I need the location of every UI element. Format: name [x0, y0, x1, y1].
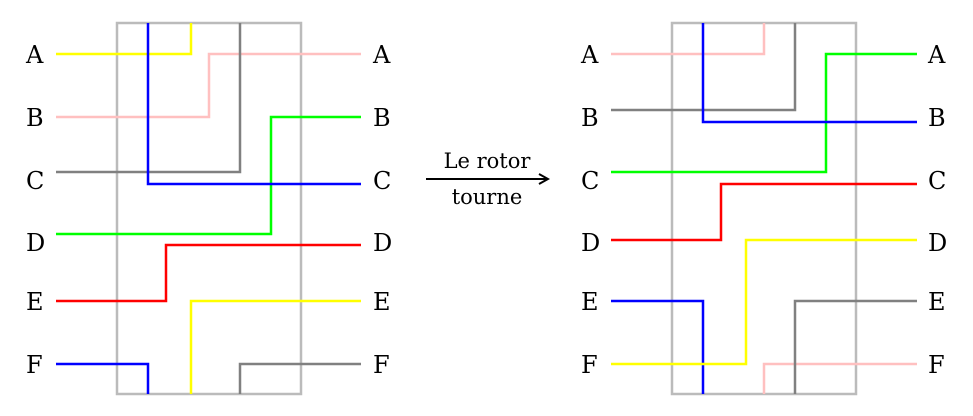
- right-label-D: D: [373, 229, 392, 257]
- left-label-C: C: [581, 167, 599, 195]
- left-label-D: D: [581, 229, 600, 257]
- right-label-C: C: [373, 167, 391, 195]
- left-label-A: A: [25, 41, 44, 69]
- right-label-B: B: [373, 104, 391, 132]
- right-label-F: F: [928, 351, 945, 379]
- left-label-E: E: [26, 288, 44, 316]
- left-label-B: B: [581, 104, 599, 132]
- caption-line-2: tourne: [452, 185, 523, 209]
- wire-yellow-before: [56, 23, 361, 394]
- left-label-E: E: [581, 288, 599, 316]
- left-label-B: B: [26, 104, 44, 132]
- left-label-D: D: [26, 229, 45, 257]
- right-label-C: C: [928, 167, 946, 195]
- wire-pink-after: [611, 23, 917, 394]
- left-label-F: F: [26, 351, 43, 379]
- rotor-before: A B C D E F A B C D E F: [25, 21, 392, 396]
- left-label-C: C: [26, 167, 44, 195]
- wire-yellow-after: [611, 238, 917, 366]
- wire-red-after: [611, 182, 917, 242]
- wire-blue-after: [611, 23, 917, 394]
- rotor-after-frame: [670, 21, 858, 396]
- wire-red-before: [56, 243, 361, 303]
- right-label-A: A: [927, 41, 946, 69]
- rotor-after: A B C D E F A B C D E F: [580, 21, 947, 396]
- right-label-F: F: [373, 351, 390, 379]
- right-label-A: A: [372, 41, 391, 69]
- left-label-A: A: [580, 41, 599, 69]
- wire-blue-before: [56, 23, 361, 394]
- right-label-D: D: [928, 229, 947, 257]
- wire-green-after: [611, 52, 917, 174]
- caption-line-1: Le rotor: [444, 149, 532, 173]
- wire-gray-after: [611, 23, 917, 394]
- left-label-F: F: [581, 351, 598, 379]
- wire-green-before: [56, 115, 361, 236]
- right-label-E: E: [928, 288, 946, 316]
- rotor-before-frame: [115, 21, 303, 396]
- right-label-E: E: [373, 288, 391, 316]
- rotation-arrow-group: Le rotor tourne: [426, 149, 548, 209]
- wire-pink-before: [56, 52, 361, 119]
- wire-gray-before: [56, 23, 361, 394]
- right-label-B: B: [928, 104, 946, 132]
